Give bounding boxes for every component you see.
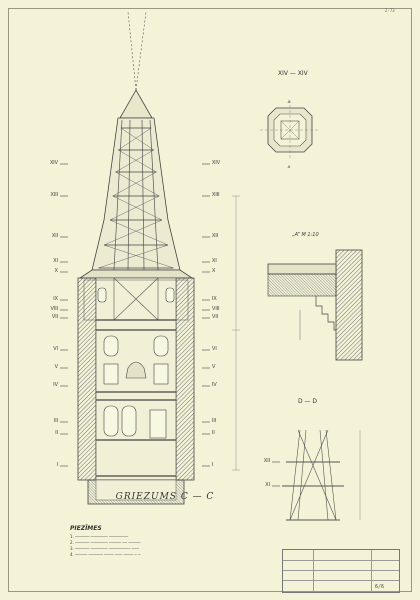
tower-openings [97,287,175,439]
level-label: I [57,462,58,468]
notes-title: PIEZĪMES [70,525,102,532]
level-label: X [212,268,216,274]
level-label: XI [212,258,217,264]
note-item: 2. ────── ─────── ───── ── ───── [70,540,141,545]
detail-mark-top: A [288,99,291,104]
level-label: V [55,364,59,370]
spire-brace [109,195,160,221]
level-label: I [212,462,213,468]
level-label: X [55,268,59,274]
spire-brace [103,219,163,246]
note-item: 1. ────── ─────── ──────── [70,534,129,539]
level-label: IV [53,382,58,388]
spire-brace [115,171,160,197]
level-label: XII [264,458,270,464]
level-label: XI [265,482,270,488]
note-item: 3. ────── ─────── ───────── ─── [70,546,140,551]
spire-brace [109,219,169,246]
detail-mark-bottom: A [288,164,291,169]
level-label: VII [52,314,58,320]
note-item: 4. ───── ────── ──── ─── ──── ─ ─ [70,552,141,557]
level-label: XIV [50,160,59,166]
detail-a [267,249,363,361]
floor-slabs [96,319,176,477]
spire-brace [118,149,157,173]
level-label: IX [53,296,58,302]
detail-a-title: „A” M 1:10 [292,232,319,238]
level-label: III [54,418,58,424]
spire-eave [78,269,194,279]
level-label: VII [212,314,218,320]
dd-level-markers: XII XI [264,458,280,488]
sheet-border [8,8,412,592]
section-dd [282,429,361,521]
title-block: 6/6 [282,549,400,593]
level-label: II [212,430,215,436]
notes-legend: PIEZĪMES 1. ────── ─────── ──────── 2. ─… [70,526,190,558]
level-label: XII [212,233,218,239]
level-label: VI [53,346,58,352]
level-label: XIII [50,192,58,198]
level-label: VIII [212,306,220,312]
section-xiv-title: XIV — XIV [278,70,308,77]
spire-brace [120,127,154,151]
spire-tip [127,11,147,91]
level-label: V [212,364,216,370]
spire-cap [119,89,153,119]
level-label: II [55,430,58,436]
bell [125,361,147,379]
belfry-frame [113,277,159,321]
spire-brace [115,149,154,173]
spire-brace [112,171,157,197]
level-label: III [212,418,216,424]
level-label: XII [52,233,58,239]
spire-body [91,117,181,271]
level-label: IX [212,296,217,302]
sheet-number: 6/6 [375,584,385,590]
section-dd-title: D — D [298,398,318,405]
spire-brace [103,244,174,269]
level-label: VIII [50,306,58,312]
spire-brace [118,127,152,151]
level-label: XIV [212,160,221,166]
spire-brace [98,244,169,269]
tower-walls [77,277,195,505]
level-label: IV [212,382,217,388]
sheet-stamp: Z-73 [385,8,395,13]
dimension-line [232,195,240,471]
level-label: XI [53,258,58,264]
main-section-title: GRIEZUMS C — C [115,492,215,502]
level-label: VI [212,346,217,352]
plan-xiv [260,100,320,160]
spire-brace [112,195,163,221]
level-label: XIII [212,192,220,198]
